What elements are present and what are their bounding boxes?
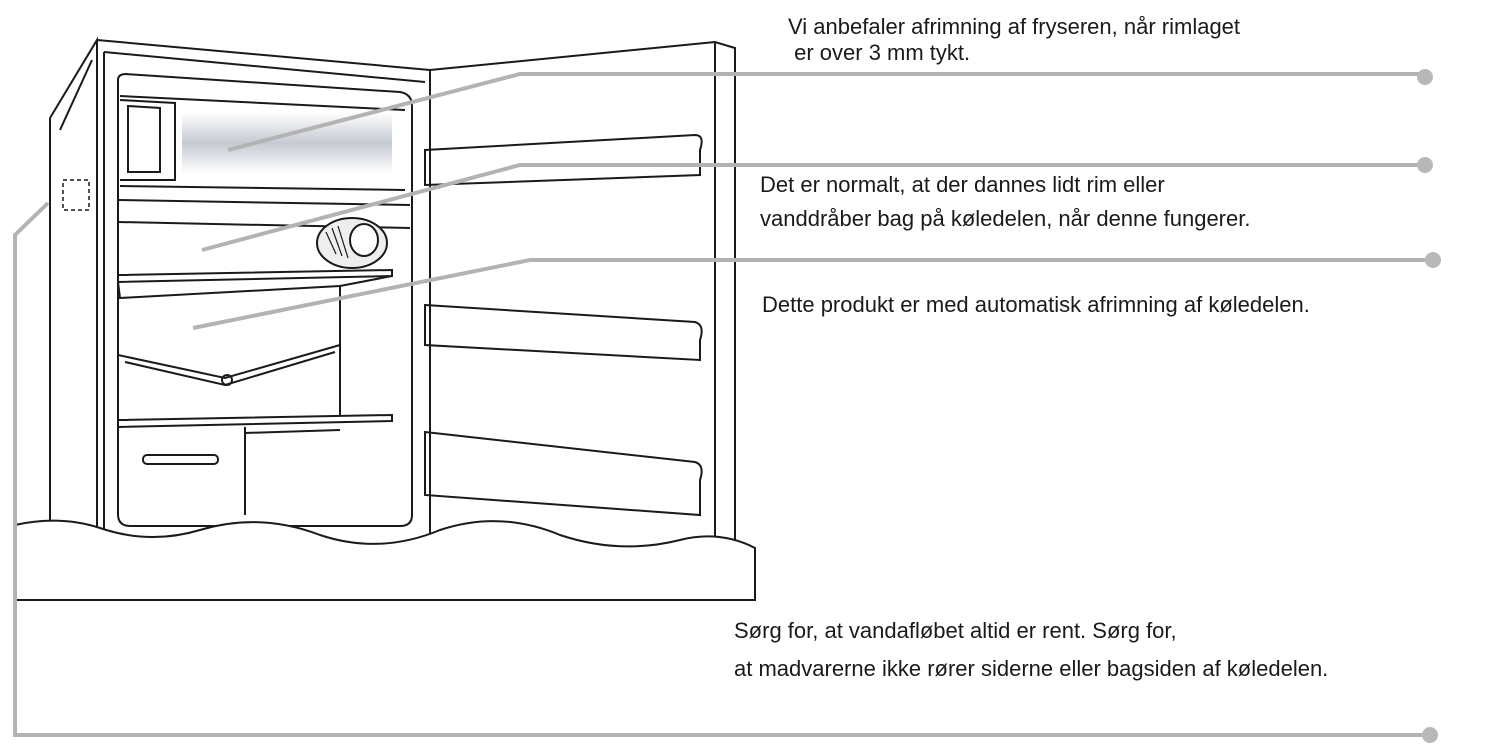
leader-line-1 (227, 72, 1425, 152)
note-line: at madvarerne ikke rører siderne eller b… (734, 656, 1329, 681)
leader-line-2 (201, 163, 1425, 252)
thermostat-light (316, 217, 388, 269)
note-line: Vi anbefaler afrimning af fryseren, når … (788, 14, 1241, 39)
sensor-box (62, 179, 90, 211)
leader-dot-1 (1417, 69, 1433, 85)
leader-dot-3 (1425, 252, 1441, 268)
note-line: Sørg for, at vandafløbet altid er rent. … (734, 618, 1177, 643)
cutaway-edge (14, 519, 756, 601)
fridge-door (424, 40, 736, 548)
fridge-shelves (117, 221, 411, 515)
leader-lines (13, 72, 1433, 737)
note-frost-normal: Det er normalt, at der dannes lidt rim e… (760, 168, 1250, 236)
note-line: er over 3 mm tykt. (788, 40, 971, 65)
freezer-compartment (117, 95, 411, 206)
leader-line-3 (192, 258, 1433, 330)
leader-dot-4 (1422, 727, 1438, 743)
leader-dot-2 (1417, 157, 1433, 173)
note-auto-defrost: Dette produkt er med automatisk afrimnin… (762, 292, 1310, 318)
note-line: Det er normalt, at der dannes lidt rim e… (760, 172, 1165, 197)
leader-dots (1417, 69, 1441, 743)
note-line: vanddråber bag på køledelen, når denne f… (760, 206, 1251, 231)
note-freezer-defrost: Vi anbefaler afrimning af fryseren, når … (788, 14, 1240, 66)
leader-line-4 (13, 201, 1430, 737)
note-line: Dette produkt er med automatisk afrimnin… (762, 292, 1310, 317)
note-drain-clean: Sørg for, at vandafløbet altid er rent. … (734, 612, 1328, 688)
